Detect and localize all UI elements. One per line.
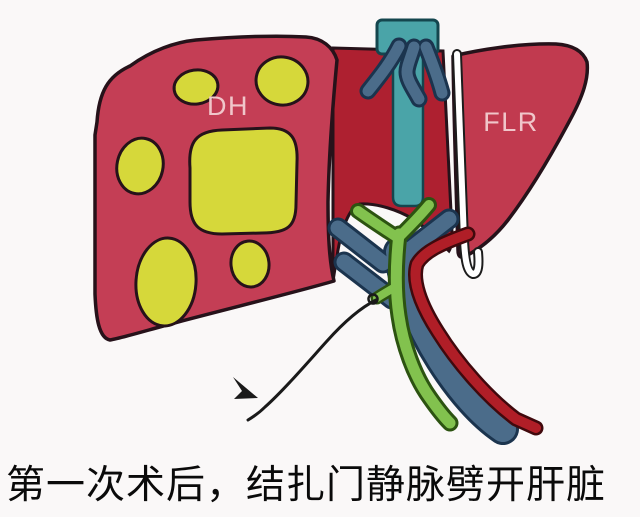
hepatic-vein-branch-middle-fill: [401, 41, 425, 105]
tumor-nodule: [172, 68, 220, 106]
portal-vein-trunk: [386, 239, 516, 442]
hepatic-vein-branch-left-fill: [362, 40, 405, 97]
liver-flr-region: [451, 42, 590, 259]
caption-text: 第一次术后，结扎门静脉劈开肝脏: [6, 464, 607, 507]
tumor-nodule: [229, 239, 271, 289]
tumor-nodules: [115, 55, 310, 328]
catheter-line: [246, 298, 378, 422]
tumor-nodule: [115, 136, 165, 196]
liver-illustration: DH FLR: [93, 18, 590, 445]
hepatic-vein-branches: [359, 37, 451, 108]
ligature-knot: [367, 293, 379, 305]
tumor-nodule: [254, 55, 310, 107]
surgical-drain-lumen: [454, 51, 482, 278]
tumor-nodule: [134, 236, 198, 328]
portal-vein-ligated-stump: [330, 220, 391, 271]
dh-label: DH: [207, 91, 249, 121]
bile-duct-trunk: [390, 228, 456, 429]
hepatic-vein-branch-right-fill: [420, 41, 448, 99]
flr-label: FLR: [483, 107, 539, 137]
hepatic-artery: [410, 229, 541, 433]
arrowhead-pointer: [233, 377, 258, 399]
tumor-nodule: [188, 126, 299, 236]
portal-vein-right-branch: [391, 211, 457, 266]
surgical-drain: [452, 49, 484, 280]
hilum-vessels: [327, 197, 544, 445]
